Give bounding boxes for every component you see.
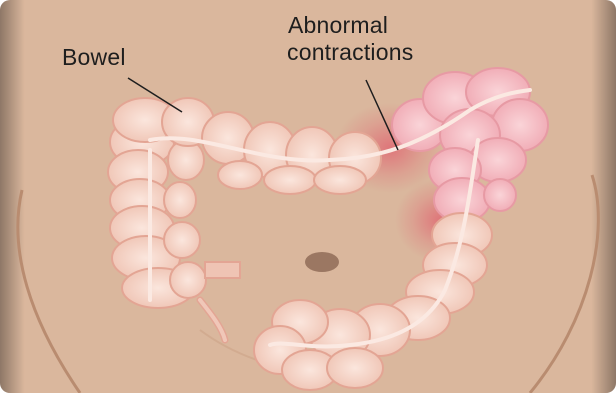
- navel: [305, 252, 339, 272]
- bowel-label: Bowel: [62, 44, 126, 71]
- abnormal-contractions-label-line2: contractions: [287, 39, 413, 66]
- abnormal-contractions-label: Abnormal contractions: [287, 12, 413, 66]
- abnormal-contractions-label-line1: Abnormal: [287, 12, 413, 39]
